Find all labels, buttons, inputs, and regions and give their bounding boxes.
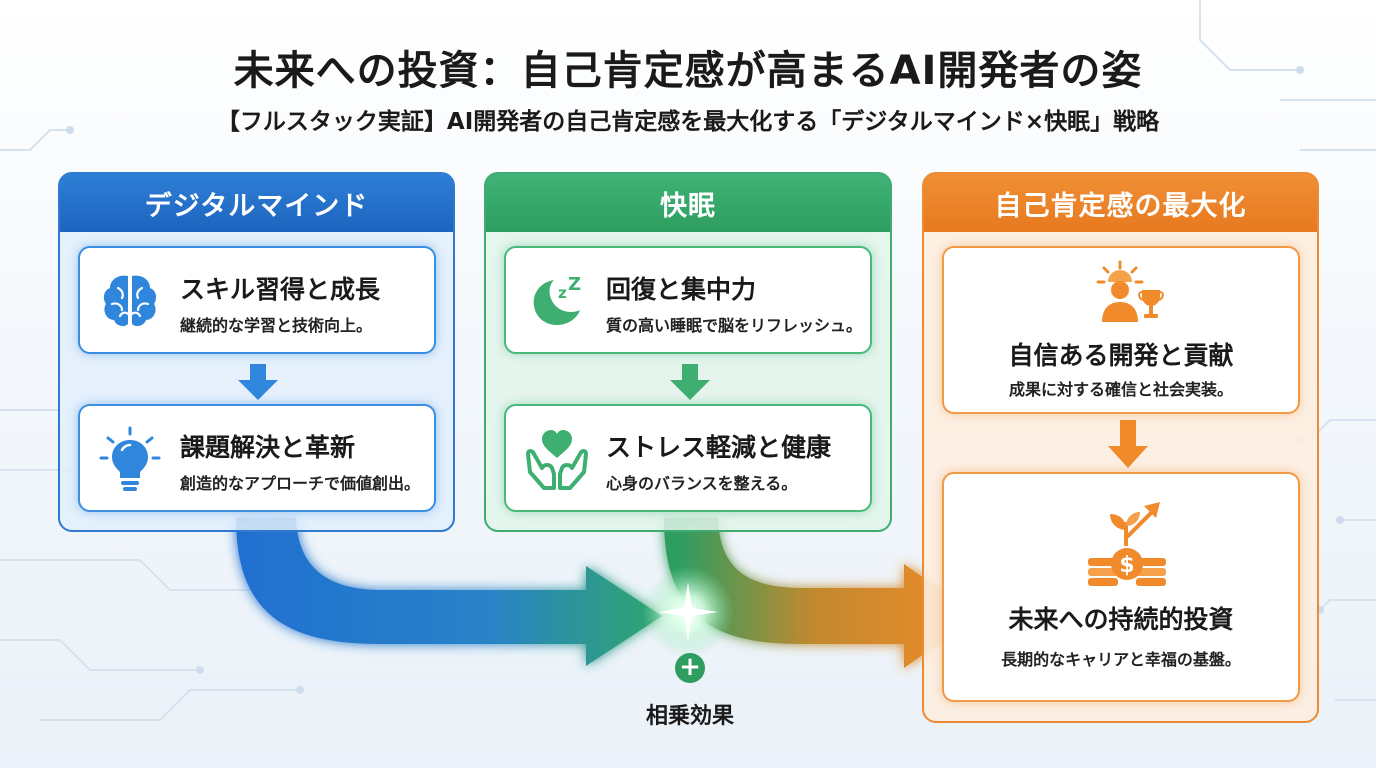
confidence-card-desc: 成果に対する確信と社会実装。 xyxy=(1008,380,1233,399)
person-trophy-icon xyxy=(1096,260,1164,322)
recovery-card-desc: 質の高い睡眠で脳をリフレッシュ。 xyxy=(606,316,863,335)
stress-card-title: ストレス軽減と健康 xyxy=(606,433,832,462)
confidence-card-title: 自信ある開発と貢献 xyxy=(1008,341,1234,370)
page-subtitle: 【フルスタック実証】AI開発者の自己肯定感を最大化する「デジタルマインド×快眠」… xyxy=(216,109,1160,135)
innovation-card-desc: 創造的なアプローチで価値創出。 xyxy=(180,474,421,493)
confidence-card: 自信ある開発と貢献 成果に対する確信と社会実装。 xyxy=(942,246,1300,414)
lightbulb-icon xyxy=(99,426,161,491)
recovery-card-title: 回復と集中力 xyxy=(606,275,757,304)
innovation-card-title: 課題解決と革新 xyxy=(180,433,356,462)
self-esteem-column: 自己肯定感の最大化 自信ある開発と貢献 成果に対する確信と社会実装。 xyxy=(922,172,1319,723)
heart-hands-icon xyxy=(526,430,588,490)
arrow-down-icon xyxy=(1108,420,1148,468)
stress-card-desc: 心身のバランスを整える。 xyxy=(606,474,798,493)
plus-icon: + xyxy=(675,653,705,683)
growth-coins-icon: $ xyxy=(1088,502,1166,586)
brain-icon xyxy=(103,275,157,327)
digital-mind-header: デジタルマインド xyxy=(60,174,453,232)
skill-card: スキル習得と成長 継続的な学習と技術向上。 xyxy=(78,246,436,354)
svg-text:z: z xyxy=(558,284,567,302)
future-investment-card-desc: 長期的なキャリアと幸福の基盤。 xyxy=(1001,650,1241,669)
green-orange-flow-arrow xyxy=(664,518,978,668)
arrow-down-icon xyxy=(670,364,710,400)
future-investment-card: $ 未来への持続的投資 長期的なキャリアと幸福の基盤。 xyxy=(942,472,1300,702)
spark-glow xyxy=(642,566,734,658)
moon-sleep-icon: z Z xyxy=(533,274,581,326)
self-esteem-header: 自己肯定感の最大化 xyxy=(924,174,1317,232)
arrow-down-icon xyxy=(238,364,278,400)
page-title: 未来への投資：自己肯定感が高まるAI開発者の姿 xyxy=(233,48,1143,94)
synergy-label: 相乗効果 xyxy=(645,704,734,729)
sleep-column: 快眠 z Z 回復と集中力 質の高い睡眠で脳をリフレッシュ。 ストレス軽減と健康… xyxy=(484,172,892,532)
blue-flow-arrow xyxy=(236,518,662,666)
stress-card: ストレス軽減と健康 心身のバランスを整える。 xyxy=(504,404,872,512)
skill-card-desc: 継続的な学習と技術向上。 xyxy=(180,316,373,335)
recovery-card: z Z 回復と集中力 質の高い睡眠で脳をリフレッシュ。 xyxy=(504,246,872,354)
innovation-card: 課題解決と革新 創造的なアプローチで価値創出。 xyxy=(78,404,436,512)
skill-card-title: スキル習得と成長 xyxy=(180,275,381,304)
future-investment-card-title: 未来への持続的投資 xyxy=(1008,605,1234,634)
svg-text:$: $ xyxy=(1119,553,1134,578)
sleep-header: 快眠 xyxy=(486,174,890,232)
digital-mind-column: デジタルマインド スキル習得と成長 継続的な学習と技術向上。 xyxy=(58,172,455,532)
svg-text:Z: Z xyxy=(568,274,581,295)
